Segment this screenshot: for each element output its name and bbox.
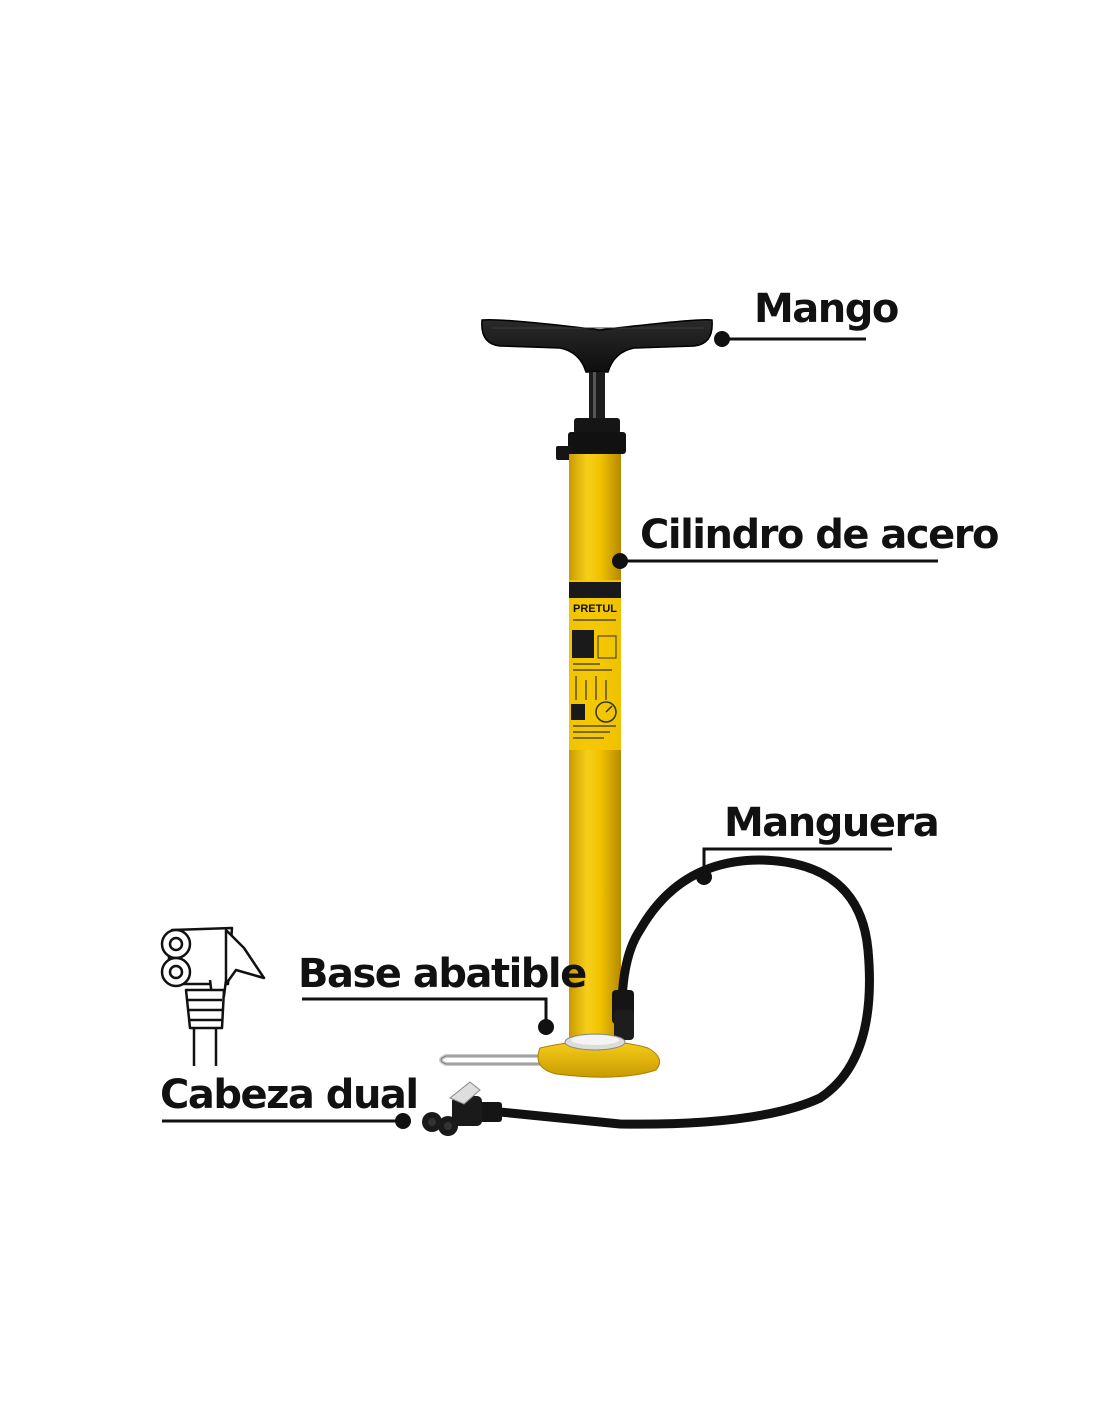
callout-dot-cilindro [612,553,628,569]
brand-label: PRETUL [573,603,617,615]
callout-label-cilindro: Cilindro de acero [640,512,998,558]
callout-base: Base abatible [298,951,588,1035]
callout-dot-cabeza [395,1113,411,1129]
steel-cylinder: PRETUL [569,454,621,1046]
callout-cabeza: Cabeza dual [160,1072,419,1129]
callout-label-manguera: Manguera [724,800,938,846]
callout-dot-mango [714,331,730,347]
foot-base [439,1033,661,1078]
dual-head [422,1081,502,1136]
pump-illustration: PRETUL [422,318,874,1136]
callout-label-cabeza: Cabeza dual [160,1072,418,1118]
callout-dot-manguera [696,869,712,885]
callout-label-mango: Mango [754,286,898,332]
dual-head-icon [160,926,266,1066]
callout-cilindro: Cilindro de acero [612,512,999,569]
callout-dot-base [538,1019,554,1035]
callouts: Mango Cilindro de acero Manguera Base ab… [160,286,999,1129]
hose [495,855,874,1129]
pump-handle [481,318,713,460]
callout-manguera: Manguera [696,800,940,885]
callout-label-base: Base abatible [298,951,586,997]
callout-mango: Mango [714,286,899,347]
label-fine-print [573,619,616,739]
